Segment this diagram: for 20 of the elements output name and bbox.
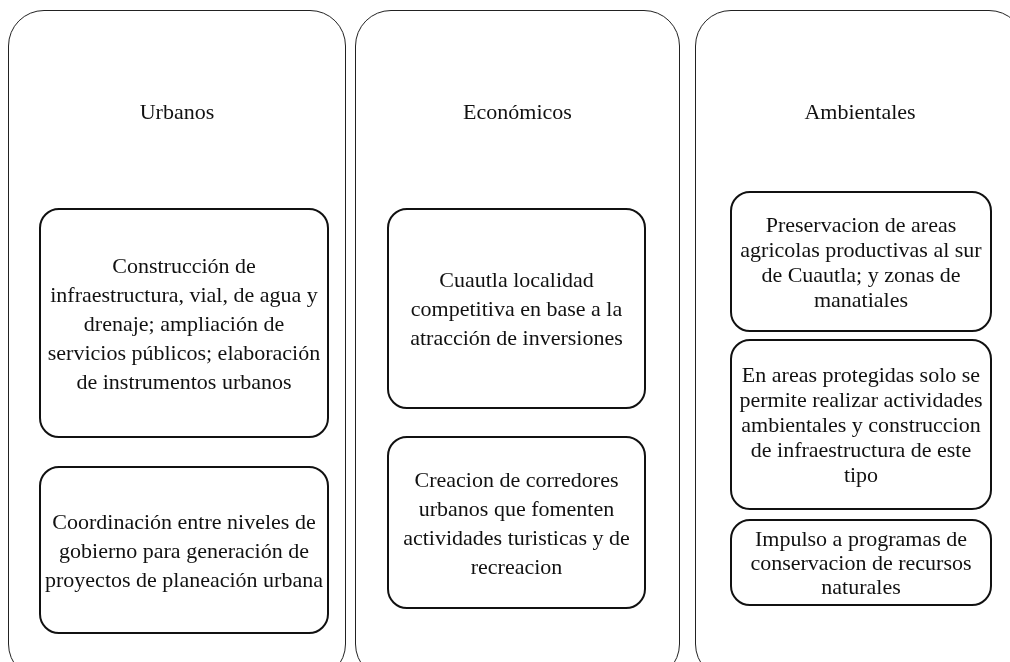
box-text: Cuautla localidad competitiva en base a la atracción de inversiones [409,266,624,352]
category-panel [695,10,1010,662]
content-box [39,208,329,438]
box-text: Coordinación entre niveles de gobierno para generación de proyectos de planeación urbana [44,507,324,594]
column-heading: Económicos [462,99,573,125]
content-box [730,519,992,606]
column-heading: Ambientales [803,99,917,125]
box-text: En areas protegidas solo se permite realizar actividades ambientales y construccion de infraestructura de este tipo [738,362,984,487]
box-text: Preservacion de areas agricolas productivas al sur de Cuautla; y zonas de manatiales [739,211,983,312]
content-box [39,466,329,634]
category-panel [355,10,680,662]
box-text: Construcción de infraestructura, vial, de agua y drenaje; ampliación de servicios públicos; elaboración de instrumentos urbanos [46,251,322,396]
box-text: Creacion de corredores urbanos que fomenten actividades turisticas y de recreacion [402,465,631,581]
content-box [387,208,646,409]
category-panel [8,10,346,662]
column-heading: Urbanos [138,99,216,125]
content-box [387,436,646,609]
content-box [730,191,992,332]
box-text: Impulso a programas de conservacion de recursos naturales [749,526,973,599]
content-box [730,339,992,510]
